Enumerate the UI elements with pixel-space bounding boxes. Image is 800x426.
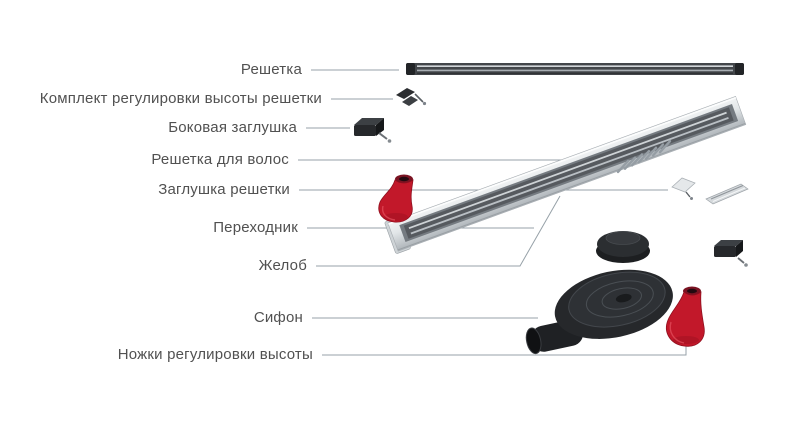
grate-plug-part [671, 177, 696, 200]
label-hair-grate: Решетка для волос [151, 151, 289, 168]
grate-part [406, 63, 744, 75]
leader-legs [322, 343, 687, 356]
adapter-part [596, 231, 650, 263]
height-leg-right-part [666, 286, 705, 347]
label-grate: Решетка [240, 61, 302, 78]
label-kit: Комплект регулировки высоты решетки [39, 90, 322, 107]
channel-assembly-part [384, 95, 747, 254]
label-legs: Ножки регулировки высоты [117, 346, 313, 363]
side-plug-right-part [714, 240, 748, 267]
height-adjustment-kit-part [396, 88, 427, 106]
grate-strip-part [705, 183, 749, 205]
label-grate-plug: Заглушка решетки [158, 181, 290, 198]
label-siphon: Сифон [253, 309, 303, 326]
label-adapter: Переходник [213, 219, 298, 236]
hair-grate-part [616, 139, 672, 174]
leader-channel [316, 195, 561, 267]
red-clamp-left-part [378, 174, 414, 223]
siphon-part [525, 269, 673, 355]
side-plug-left-part [354, 118, 392, 143]
label-side-plug: Боковая заглушка [168, 119, 297, 136]
label-channel: Желоб [258, 257, 307, 274]
